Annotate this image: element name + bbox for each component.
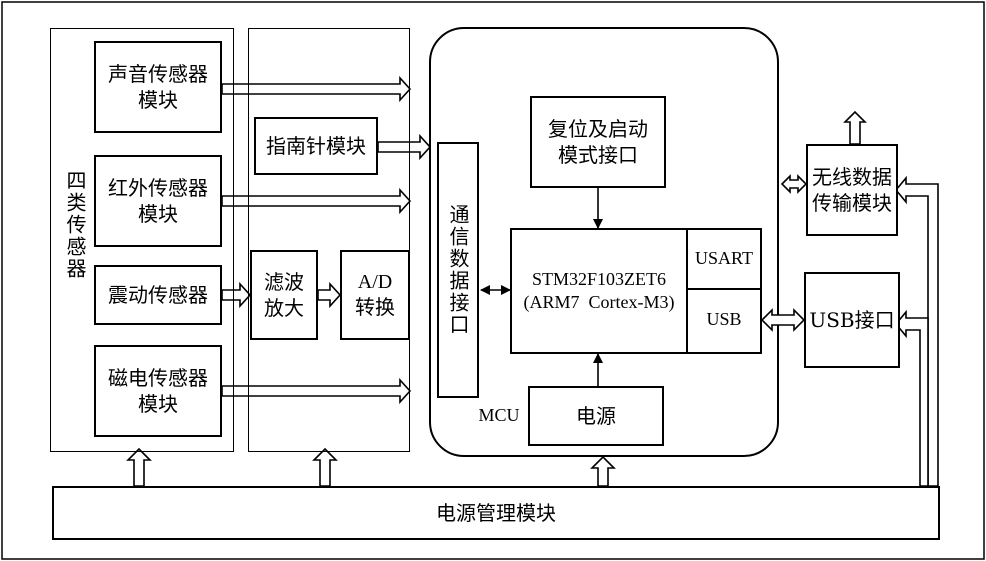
mcu-chip-name: STM32F103ZET6 bbox=[531, 268, 666, 289]
compass-module: 指南针模块 bbox=[254, 117, 378, 175]
mcu-chip-core: STM32F103ZET6 (ARM7 Cortex-M3) bbox=[512, 230, 688, 352]
magnetic-sensor-arrow bbox=[221, 377, 412, 405]
filter-amplifier: 滤波 放大 bbox=[250, 250, 318, 340]
vibration-sensor-arrow bbox=[221, 281, 252, 309]
sensor-group-frame bbox=[50, 28, 234, 452]
infrared-sensor-arrow bbox=[221, 187, 412, 215]
compass-arrow bbox=[377, 133, 432, 161]
magnetic-sensor-module: 磁电传感器 模块 bbox=[94, 345, 222, 437]
comm-data-interface: 通信数据接口 bbox=[437, 142, 479, 398]
power-management-module: 电源管理模块 bbox=[52, 486, 940, 540]
usb-interface: USB接口 bbox=[804, 272, 900, 368]
usb-double-arrow bbox=[760, 308, 806, 332]
signal-conditioning-frame bbox=[248, 28, 410, 452]
ad-converter: A/D 转换 bbox=[340, 250, 410, 340]
usb-port: USB bbox=[706, 309, 742, 330]
sensor-group-label: 四类传感器 bbox=[63, 170, 87, 280]
infrared-sensor-module: 红外传感器 模块 bbox=[94, 155, 222, 247]
power-to-amplifier-arrow bbox=[312, 447, 338, 487]
wireless-transmission-module: 无线数据 传输模块 bbox=[806, 144, 898, 236]
mcu-chip-core-name: (ARM7 Cortex-M3) bbox=[523, 292, 675, 312]
power-to-wireless-arrow bbox=[894, 175, 939, 487]
reset-boot-interface: 复位及启动 模式接口 bbox=[530, 96, 666, 188]
antenna-arrow bbox=[843, 110, 867, 145]
wireless-double-arrow bbox=[780, 174, 808, 194]
mcu-region bbox=[429, 27, 779, 457]
usart-port: USART bbox=[688, 230, 760, 290]
mcu-power: 电源 bbox=[528, 386, 664, 446]
sound-sensor-arrow bbox=[221, 75, 412, 103]
sound-sensor-module: 声音传感器 模块 bbox=[94, 41, 222, 133]
power-to-mcu-region-arrow bbox=[590, 455, 616, 487]
power-to-sensors-arrow bbox=[126, 447, 152, 487]
mcu-label: MCU bbox=[478, 405, 520, 425]
amplifier-to-ad-arrow bbox=[317, 281, 342, 309]
mcu-chip: STM32F103ZET6 (ARM7 Cortex-M3) USART USB bbox=[510, 228, 762, 354]
power-to-usb-arrow bbox=[894, 309, 929, 487]
vibration-sensor: 震动传感器 bbox=[94, 265, 222, 325]
